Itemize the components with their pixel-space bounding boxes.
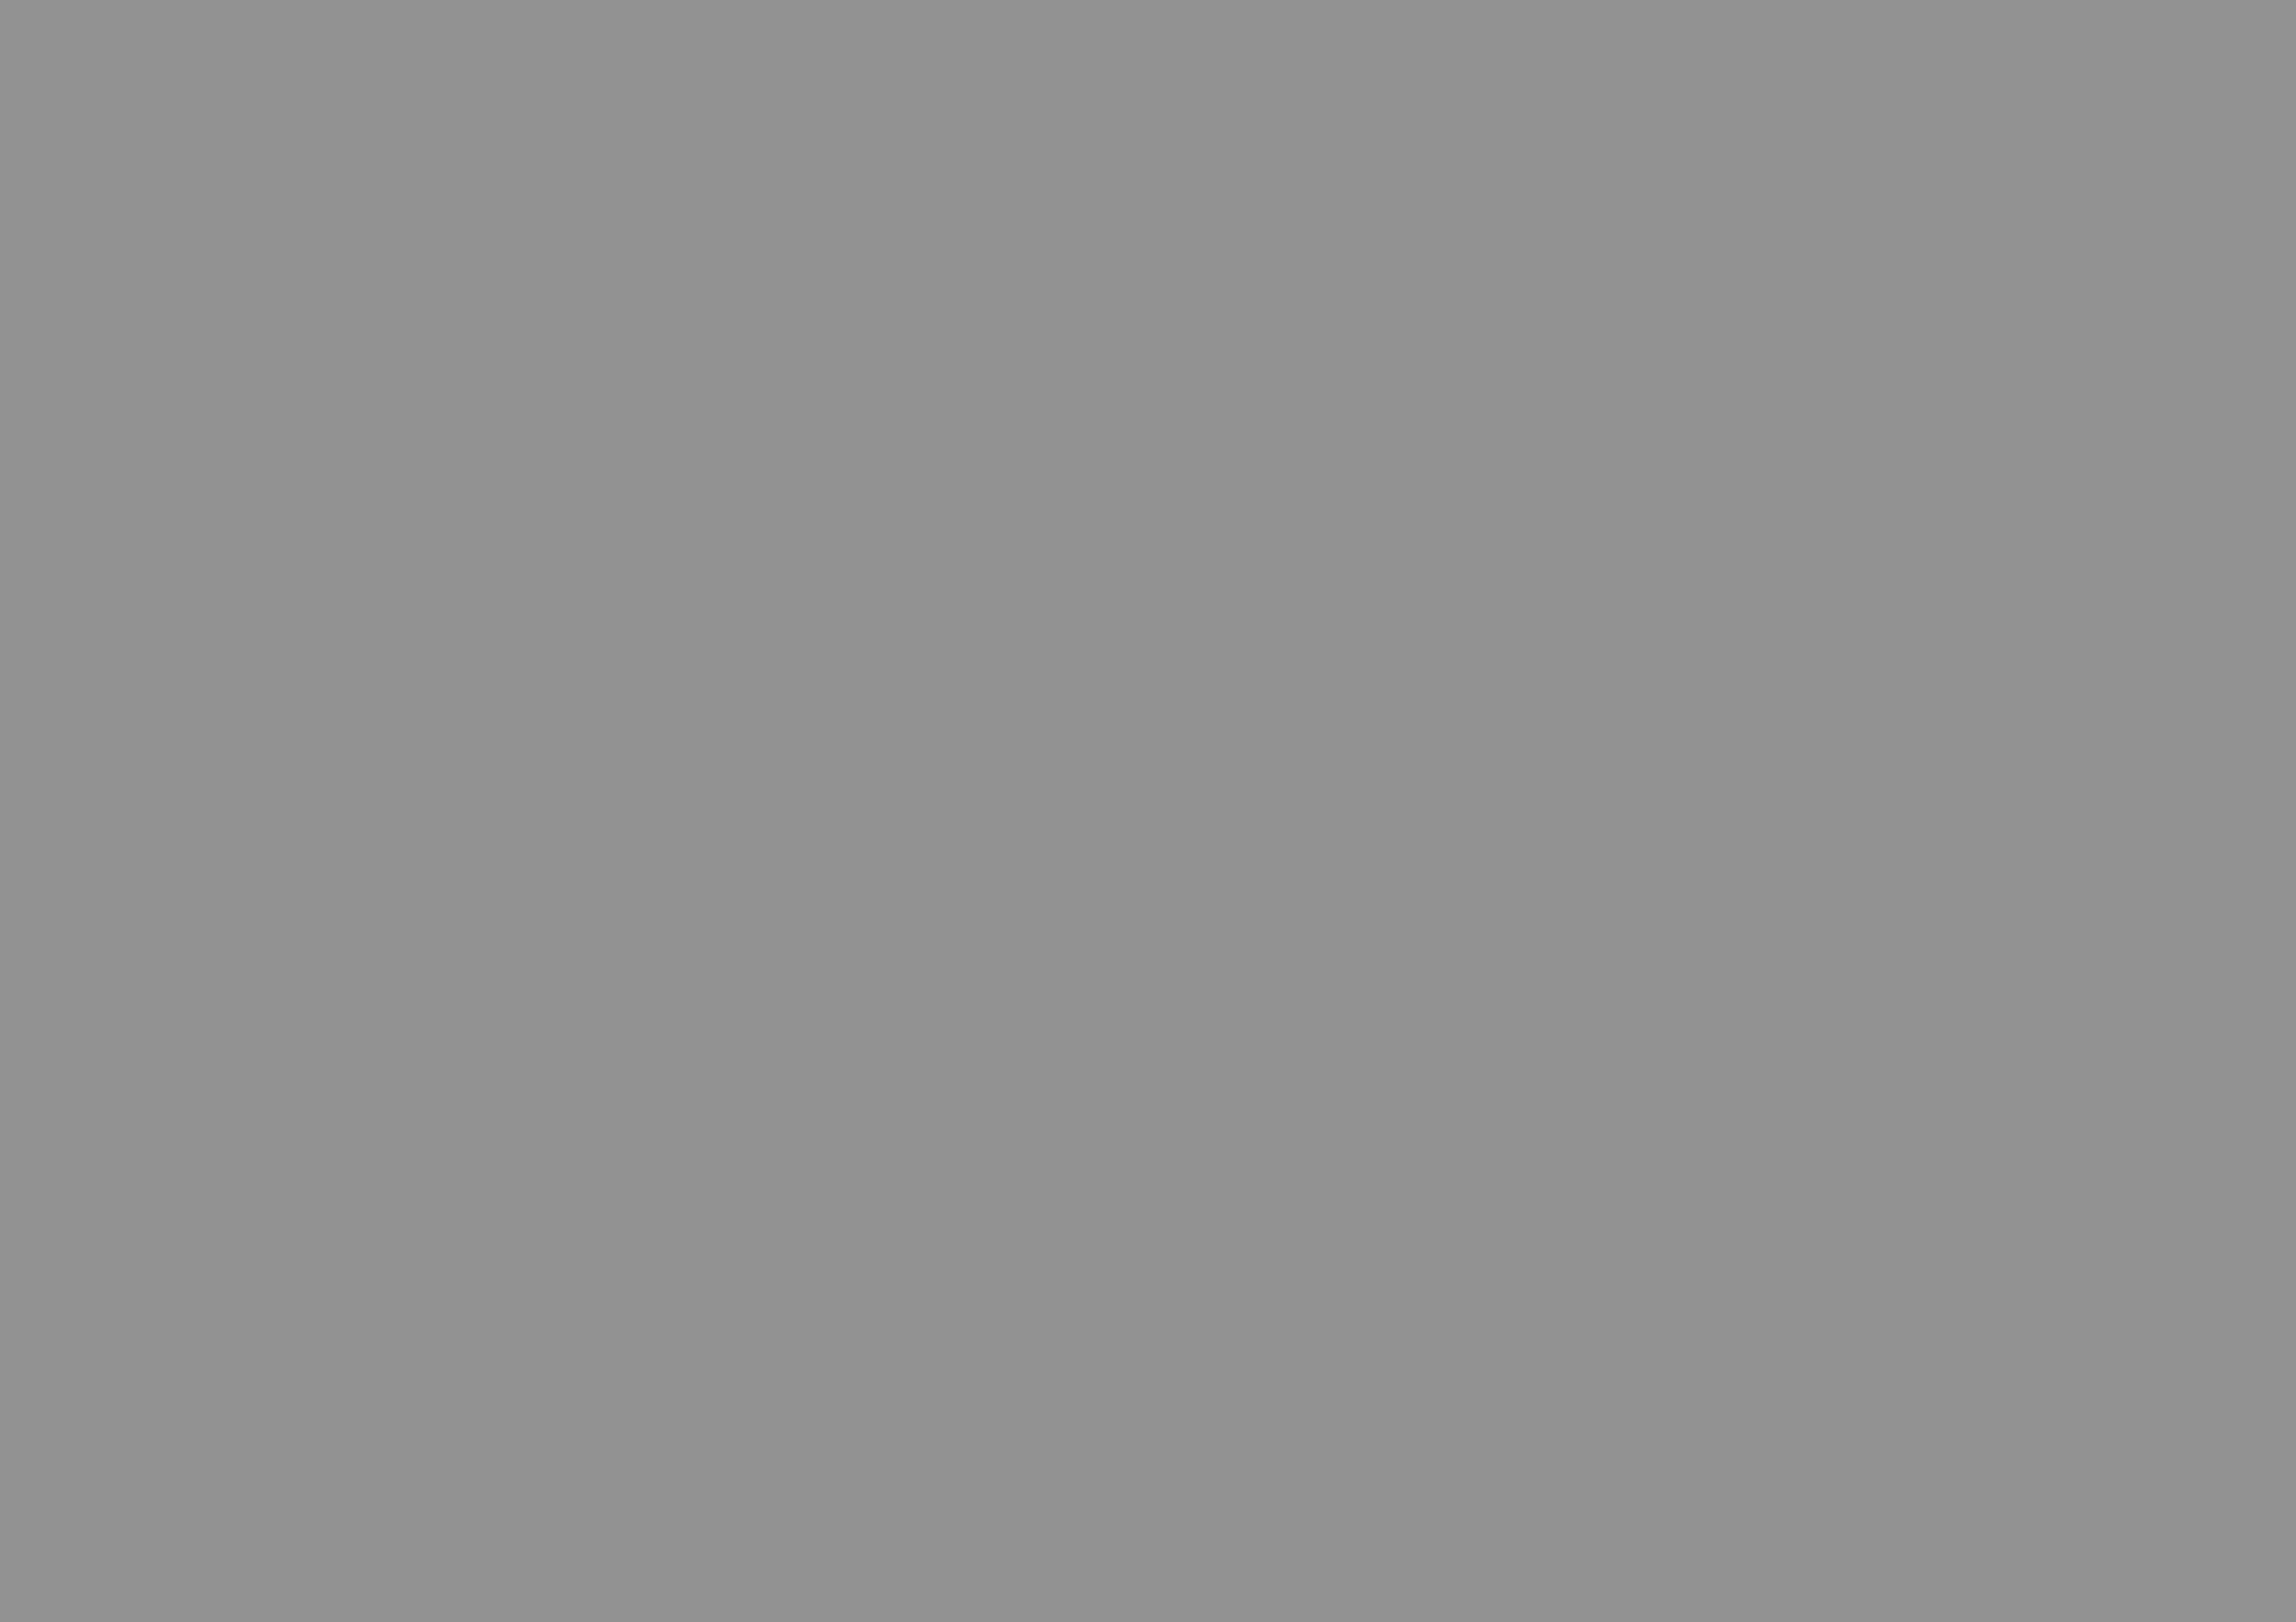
blank-gray-canvas [0,0,2296,1622]
